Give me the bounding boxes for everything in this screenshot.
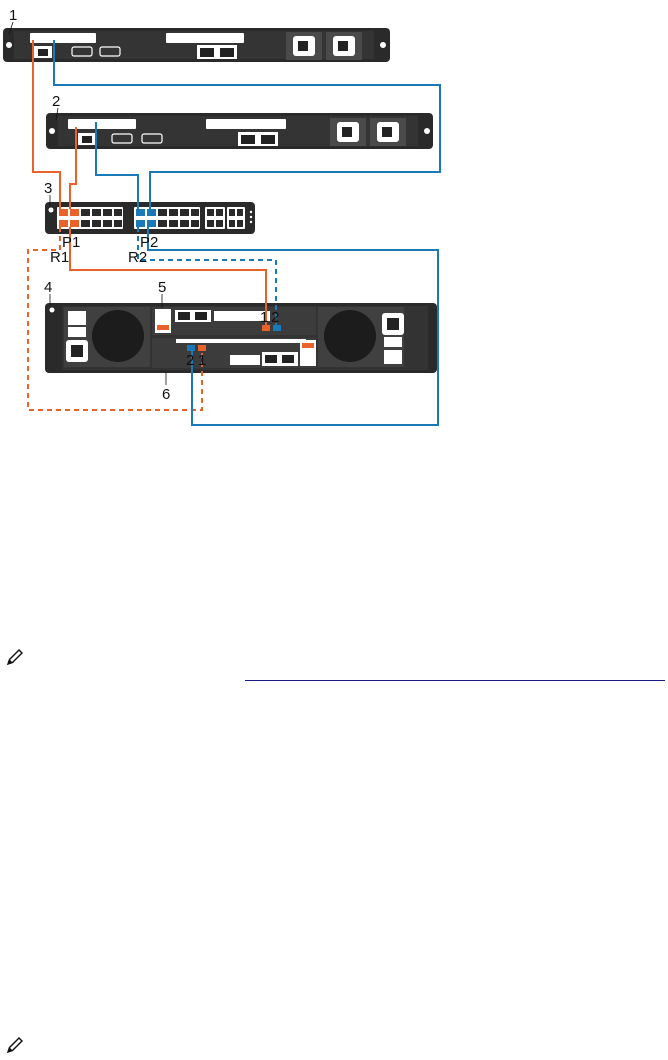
controller-bottom-port-2: 2 (186, 352, 194, 369)
server-1 (3, 28, 390, 62)
pencil-note-icon (4, 646, 26, 668)
callout-5: 5 (158, 279, 166, 296)
controller-top-port-2: 2 (271, 309, 279, 326)
callout-6: 6 (162, 386, 170, 403)
callout-2: 2 (52, 93, 60, 110)
controller-bottom-port-1: 1 (198, 352, 206, 369)
storage-enclosure (45, 303, 437, 373)
pencil-note-icon (4, 1034, 26, 1056)
callout-3: 3 (44, 180, 52, 197)
callout-1: 1 (9, 7, 17, 24)
cabling-diagram: 1 2 3 4 5 6 P1 P2 R1 R2 1 2 2 1 (0, 0, 668, 440)
server-2 (46, 113, 433, 149)
callout-4: 4 (44, 279, 52, 296)
controller-top-port-1: 1 (260, 309, 268, 326)
port-label-r1: R1 (50, 249, 69, 266)
note-link-underline[interactable] (245, 680, 665, 681)
port-label-r2: R2 (128, 249, 147, 266)
